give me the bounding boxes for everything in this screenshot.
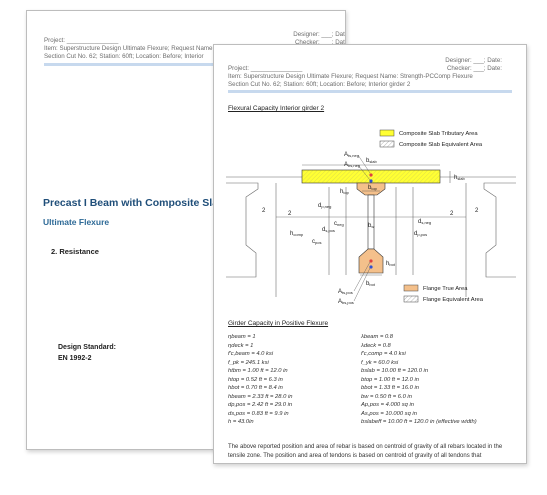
- parameter-line: h = 43.0in: [228, 419, 254, 426]
- label-b-slab: bslab: [366, 158, 377, 164]
- dim-label: 2: [475, 208, 479, 214]
- parameters-right-column: λbeam = 0.8 λdeck = 0.8 f'c,comp = 4.0 ksi…: [361, 333, 477, 427]
- parameter-line: Ap,pos = 4.000 sq in: [361, 402, 415, 409]
- leader-line: [357, 164, 371, 181]
- dim-label: 2: [262, 208, 266, 214]
- section-line: Section Cut No. 62; Station: 60ft; Locat…: [228, 81, 411, 88]
- legend-flange-equiv-text: Flange Equivalent Area: [423, 297, 484, 303]
- parameter-line: htop = 0.52 ft = 6.3 in: [228, 376, 283, 383]
- project-line: Project: _______________: [44, 37, 119, 44]
- parameter-line: λdeck = 0.8: [361, 342, 391, 349]
- flexural-capacity-title: Flexural Capacity Interior girder 2: [228, 105, 325, 112]
- label-d-p-pos: dp,pos: [414, 231, 427, 237]
- leader-line: [357, 154, 371, 174]
- right-girder-outline: [483, 182, 516, 278]
- label-b-top: btop: [368, 185, 378, 191]
- legend-flange-equiv-swatch: [403, 295, 419, 303]
- legend-slab-equiv-swatch: [379, 140, 395, 148]
- designer-line: Designer: ___; Date:: [445, 57, 502, 64]
- leader-line: [353, 267, 371, 302]
- girder-cross-section-diagram: Composite Slab Tributary Area Composite …: [226, 129, 516, 305]
- parameter-line: As,pos = 10.000 sq in: [361, 410, 417, 417]
- label-a-bs-pos: Abs,pos: [338, 299, 354, 305]
- parameter-line: hbeam = 2.33 ft = 28.0 in: [228, 393, 293, 400]
- parameter-line: f_pk = 245.1 ksi: [228, 359, 269, 366]
- header-divider: [228, 90, 512, 93]
- document-subtitle: Ultimate Flexure: [43, 217, 110, 227]
- leader-line: [353, 261, 371, 292]
- parameter-line: bw = 0.50 ft = 6.0 in: [361, 393, 412, 400]
- design-standard-value: EN 1992-2: [58, 355, 92, 362]
- parameter-line: btop = 1.00 ft = 12.0 in: [361, 376, 420, 383]
- label-d-s-neg: ds,neg: [418, 219, 431, 225]
- explanation-paragraph: The above reported position and area of …: [228, 444, 503, 459]
- label-h-top: htop: [340, 189, 350, 195]
- slab-rebar-marker: [369, 179, 373, 183]
- girder-web: [367, 194, 375, 250]
- legend-slab-true-text: Composite Slab Tributary Area: [399, 131, 478, 137]
- parameter-line: ηdeck = 1: [228, 342, 254, 349]
- design-standard-label: Design Standard:: [58, 344, 116, 351]
- header-divider: [44, 63, 345, 66]
- dim-label: 2: [288, 211, 292, 217]
- parameter-line: ds,pos = 0.83 ft = 9.9 in: [228, 410, 289, 417]
- dim-label: 2: [450, 211, 454, 217]
- label-h-bot: hbot: [386, 261, 396, 267]
- legend-slab-equiv-text: Composite Slab Equivalent Area: [399, 142, 483, 148]
- parameter-line: ηbeam = 1: [228, 334, 256, 340]
- tendon-marker: [369, 259, 373, 263]
- parameter-line: f'c,comp = 4.0 ksi: [361, 351, 406, 358]
- item-line: Item: Superstructure Design Ultimate Fle…: [228, 73, 473, 80]
- parameter-line: hbot = 0.70 ft = 8.4 in: [228, 385, 283, 392]
- label-c-pos: cpos: [312, 239, 321, 245]
- checker-line: Checker: ___; Date:: [294, 39, 346, 46]
- parameter-line: f'c,beam = 4.0 ksi: [228, 351, 274, 358]
- item-line: Item: Superstructure Design Ultimate Fle…: [44, 45, 215, 52]
- parameter-line: bslab = 10.00 ft = 120.0 in: [361, 368, 429, 375]
- parameter-line: λbeam = 0.8: [361, 334, 394, 340]
- label-b-bot: bbot: [366, 281, 376, 287]
- label-h-comp: hcomp: [290, 231, 304, 237]
- label-h-slab: hslab: [454, 175, 465, 181]
- legend-flange-true-swatch: [403, 284, 419, 292]
- label-b-w: bw: [368, 223, 374, 229]
- top-flange-area: [356, 182, 386, 196]
- label-a-ts-pos: Ats,pos: [338, 289, 353, 295]
- label-d-p-neg: dp,neg: [318, 203, 331, 209]
- parameter-line: htbm = 1.00 ft = 12.0 in: [228, 368, 288, 375]
- label-a-ts-neg: Ats,neg: [344, 152, 359, 158]
- parameter-line: f_yk = 60.0 ksi: [361, 359, 399, 366]
- slab-rebar-marker: [369, 173, 373, 177]
- section-heading: 2. Resistance: [51, 247, 99, 256]
- label-c-neg: cneg: [334, 221, 344, 227]
- legend-flange-true-text: Flange True Area: [423, 286, 468, 292]
- legend-slab-true-swatch: [379, 129, 395, 137]
- parameter-line: dp,pos = 2.42 ft = 29.0 in: [228, 402, 293, 409]
- parameter-line: bslabeff = 10.00 ft = 120.0 in (effectiv…: [361, 419, 477, 426]
- document-title: Precast I Beam with Composite Slab: [43, 197, 225, 209]
- left-girder-outline: [226, 182, 259, 278]
- designer-line: Designer: ___; Date:: [293, 31, 346, 38]
- label-d-s-pos: ds,pos: [322, 227, 335, 233]
- parameter-line: bbot = 1.33 ft = 16.0 in: [361, 385, 420, 392]
- section-line: Section Cut No. 62; Station: 60ft; Locat…: [44, 53, 204, 60]
- tendon-marker: [369, 265, 373, 269]
- project-line: Project: _______________: [228, 65, 303, 72]
- girder-capacity-title: Girder Capacity in Positive Flexure: [228, 320, 329, 327]
- checker-line: Checker: ___; Date:: [446, 65, 502, 72]
- front-page: Designer: ___; Date: Project: __________…: [213, 44, 527, 464]
- label-a-bs-neg: Abs,neg: [344, 162, 360, 168]
